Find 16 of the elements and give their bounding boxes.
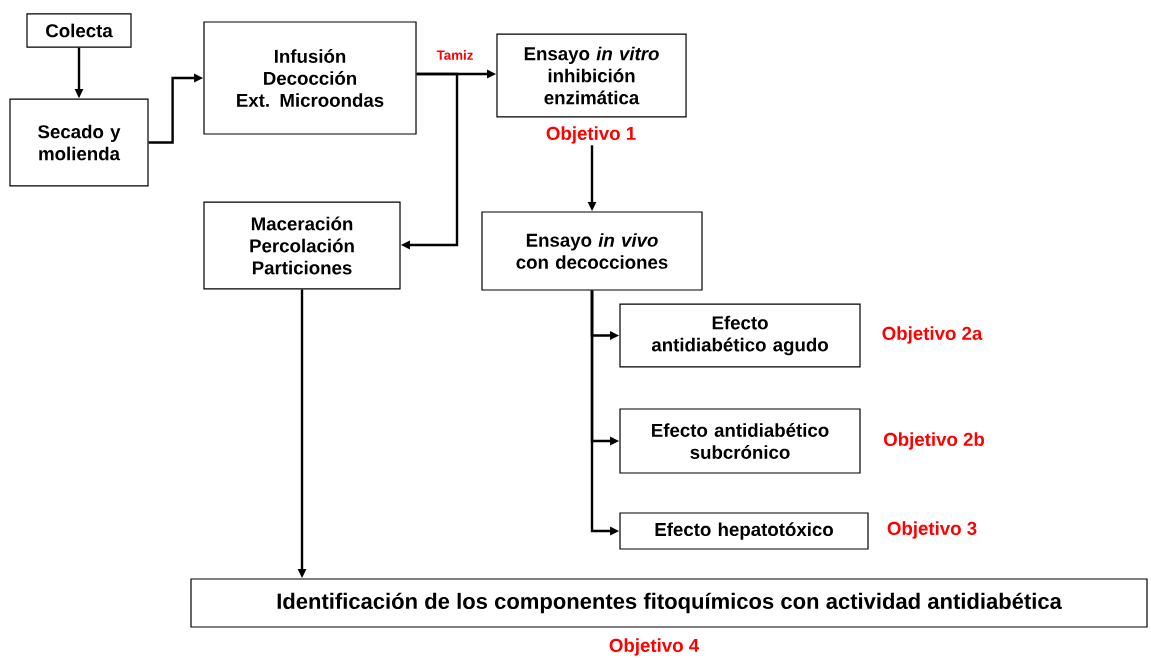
process-box: Identificación de los componentes fitoquímicos con actividad antidiabética xyxy=(190,578,1148,628)
process-box: Ensayo in vitro inhibición enzimática xyxy=(496,33,687,118)
process-box: Efecto hepatotóxico xyxy=(619,512,869,550)
objective-label: Objetivo 1 xyxy=(546,126,636,144)
edge-label: Tamiz xyxy=(436,50,473,60)
process-box: Ensayo in vivo con decocciones xyxy=(481,211,703,291)
process-box: Efecto antidiabético agudo xyxy=(619,303,861,368)
process-box: Efecto antidiabético subcrónico xyxy=(619,408,861,474)
process-box: Colecta xyxy=(26,13,132,48)
process-box: Secado y molienda xyxy=(9,98,149,187)
objective-label: Objetivo 2a xyxy=(882,326,983,344)
process-box: Maceración Percolación Particiones xyxy=(203,201,401,290)
process-box: Infusión Decocción Ext. Microondas xyxy=(203,21,417,135)
objective-label: Objetivo 2b xyxy=(883,432,985,450)
objective-label: Objetivo 4 xyxy=(609,638,700,656)
objective-label: Objetivo 3 xyxy=(887,521,977,539)
